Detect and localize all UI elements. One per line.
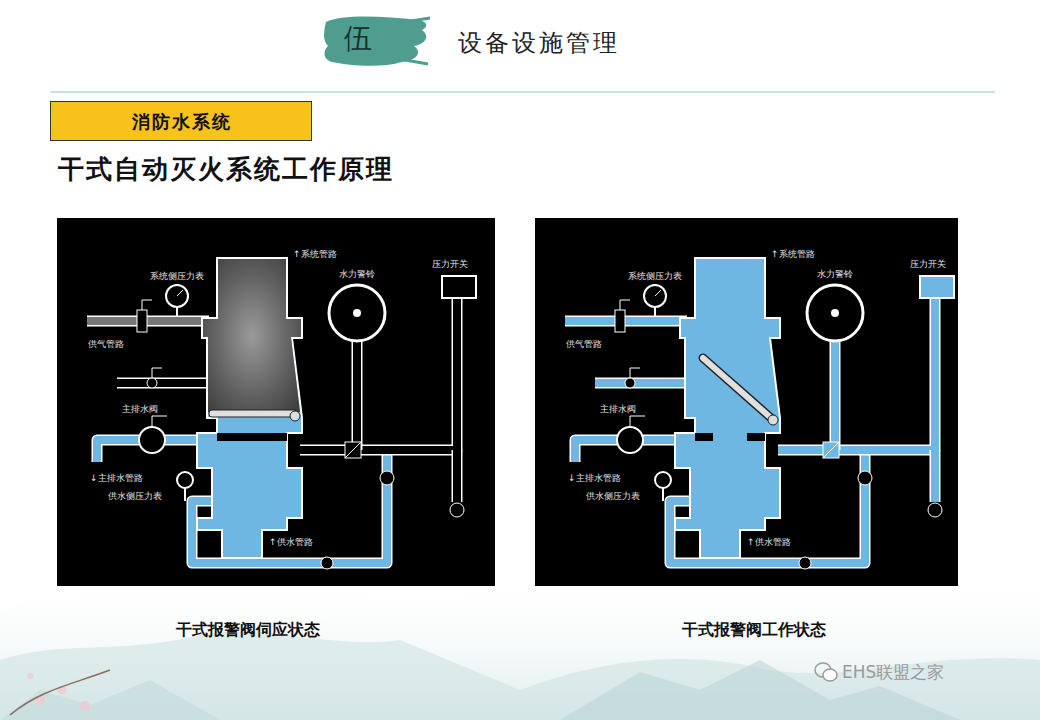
slide-heading: 干式自动灭火系统工作原理 — [58, 152, 394, 187]
part-label: 主排水阀 — [600, 403, 636, 415]
part-label: 供气管路 — [88, 338, 124, 350]
part-label: ↑系统管路 — [771, 248, 815, 260]
part-label: 供气管路 — [566, 338, 602, 350]
dry-valve-operating — [535, 218, 958, 586]
chapter-badge: 伍 — [322, 12, 432, 70]
watermark: EHS联盟之家 — [842, 661, 944, 684]
part-label: 主排水阀 — [122, 403, 158, 415]
part-label: ↑供水管路 — [747, 536, 791, 548]
section-title: 设备设施管理 — [458, 27, 620, 59]
part-label: 压力开关 — [432, 258, 468, 270]
part-label: ↑系统管路 — [293, 248, 337, 260]
part-label: 供水侧压力表 — [586, 490, 640, 502]
panel-caption: 干式报警阀伺应状态 — [176, 620, 320, 641]
tag-text: 消防水系统 — [132, 110, 232, 134]
panel-caption: 干式报警阀工作状态 — [682, 620, 826, 641]
brush-stroke — [322, 12, 432, 70]
valve-panel: 系统侧压力表 ↑系统管路水力警铃 压力开关供气管路主排水阀 ↓主排水管路供水侧压力表 ↑… — [535, 218, 958, 586]
dry-valve-standby — [57, 218, 495, 586]
part-label: 系统侧压力表 — [150, 270, 204, 282]
part-label: ↓主排水管路 — [568, 472, 621, 484]
part-label: 系统侧压力表 — [628, 270, 682, 282]
part-label: ↓主排水管路 — [90, 472, 143, 484]
chapter-number: 伍 — [344, 20, 372, 58]
part-label: 水力警铃 — [817, 268, 853, 280]
part-label: ↑供水管路 — [269, 536, 313, 548]
part-label: 压力开关 — [910, 258, 946, 270]
wechat-icon — [814, 661, 838, 683]
valve-panel: 系统侧压力表 ↑系统管路水力警铃 压力开关供气管路主排水阀 ↓主排水管路供水侧压力表 ↑… — [57, 218, 495, 586]
part-label: 水力警铃 — [339, 268, 375, 280]
section-tag: 消防水系统 — [50, 101, 312, 141]
part-label: 供水侧压力表 — [108, 490, 162, 502]
